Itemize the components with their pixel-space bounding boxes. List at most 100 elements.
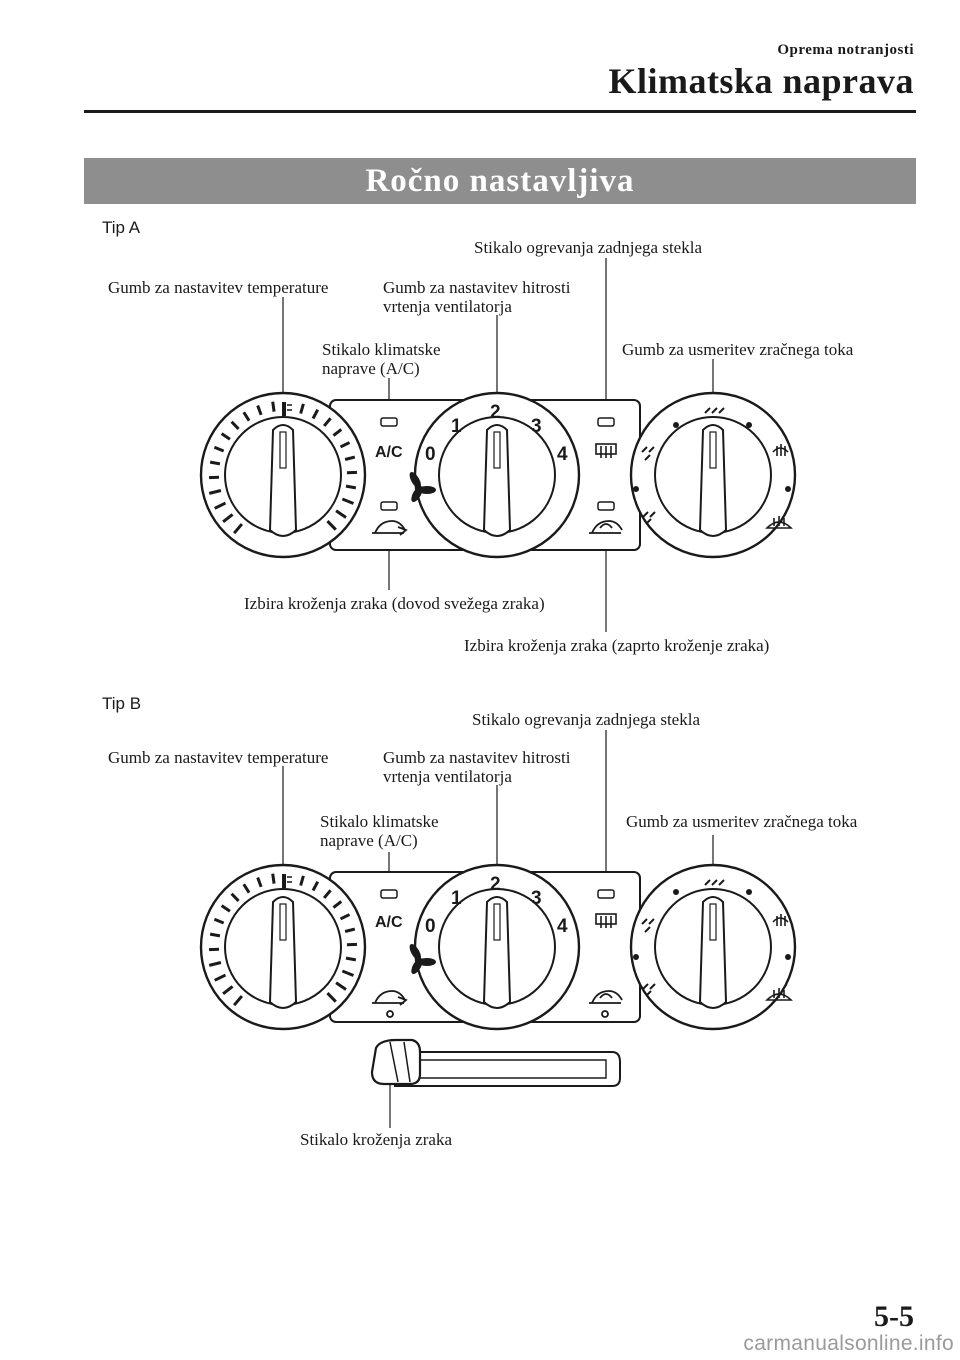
- temperature-tick: [339, 913, 351, 921]
- temperature-tick: [242, 411, 251, 422]
- rear-defrost-icon: [595, 913, 617, 928]
- temperature-tick: [213, 445, 225, 453]
- fan-speed-3: 3: [531, 416, 542, 437]
- temperature-tick: [230, 892, 240, 903]
- page-title: Klimatska naprava: [608, 61, 914, 101]
- floor-defrost-icon: [772, 914, 789, 926]
- recirculation-lever: [370, 1038, 621, 1087]
- temperature-tick: [341, 497, 355, 505]
- temperature-tick: [311, 880, 320, 892]
- recirc-icon: [589, 520, 623, 534]
- temperature-tick: [299, 875, 305, 886]
- fan-speed-3: 3: [531, 888, 542, 909]
- ac-switch-text: A/C: [375, 914, 403, 931]
- temperature-tick: [256, 404, 263, 416]
- fresh-air-icon: [372, 520, 408, 536]
- temperature-tick: [222, 513, 234, 523]
- tip-b-panel: A/C 0 1 2 3 4: [199, 730, 797, 1128]
- windshield-defrost-icon: [765, 988, 793, 1001]
- tip-b-rear-defrost-label: Stikalo ogrevanja zadnjega stekla: [472, 710, 700, 729]
- section-banner: Ročno nastavljiva: [84, 158, 916, 204]
- ac-indicator: [380, 889, 398, 899]
- ac-indicator: [380, 417, 398, 427]
- fan-speed-4: 4: [557, 444, 568, 465]
- page-number: 5-5: [874, 1300, 914, 1333]
- tip-b-airflow-label: Gumb za usmeritev zračnega toka: [626, 812, 858, 831]
- temperature-tick: [332, 428, 343, 437]
- temperature-tick: [335, 509, 347, 519]
- tip-b-label: Tip B: [102, 694, 142, 713]
- tip-a-airflow-label: Gumb za usmeritev zračnega toka: [622, 340, 854, 359]
- temperature-tick: [232, 995, 244, 1007]
- section-name: Oprema notranjosti: [777, 42, 914, 58]
- temperature-tick: [220, 904, 231, 913]
- fan-speed-1: 1: [451, 416, 462, 437]
- fan-icon: [409, 472, 436, 503]
- temperature-tick: [344, 927, 356, 933]
- face-vent-icon: [704, 407, 725, 414]
- temperature-tick: [256, 876, 263, 888]
- watermark: carmanualsonline.info: [743, 1332, 954, 1355]
- temperature-tick: [341, 969, 355, 977]
- fan-speed-2: 2: [490, 874, 501, 895]
- fresh-air-indicator: [380, 501, 398, 511]
- temperature-tick: [214, 973, 227, 982]
- floor-defrost-icon: [772, 444, 789, 456]
- face-vent-icon: [704, 879, 725, 886]
- temperature-tick: [345, 484, 357, 490]
- rear-defrost-indicator: [597, 417, 615, 427]
- tip-a-panel: A/C 0 1 2 3 4: [199, 258, 797, 632]
- tip-a-recirc-label: Izbira kroženja zraka (zaprto kroženje z…: [464, 636, 770, 655]
- temperature-tick: [322, 889, 332, 899]
- fan-speed-1: 1: [451, 888, 462, 909]
- temperature-tick: [271, 401, 276, 412]
- windshield-defrost-icon: [765, 516, 793, 529]
- temperature-tick: [299, 403, 305, 414]
- temperature-tick: [332, 900, 343, 909]
- temperature-tick: [339, 441, 351, 449]
- temperature-tick: [222, 985, 234, 995]
- floor-vent-icon: [642, 983, 656, 997]
- temperature-tick: [326, 519, 337, 531]
- temperature-tick: [209, 460, 221, 466]
- header-divider: [84, 110, 916, 113]
- temperature-tick: [326, 991, 337, 1003]
- ac-switch-text: A/C: [375, 444, 403, 461]
- temperature-tick: [209, 932, 221, 938]
- fan-speed-0: 0: [425, 444, 436, 465]
- floor-vent-icon: [642, 511, 656, 525]
- temperature-tick: [230, 420, 240, 431]
- fan-speed-4: 4: [557, 916, 568, 937]
- bilevel-vent-icon: [641, 446, 655, 461]
- recirc-icon: [589, 990, 623, 1018]
- temperature-tick: [345, 956, 357, 962]
- temperature-tick: [322, 417, 332, 427]
- temperature-tick: [208, 489, 222, 495]
- temperature-icon: [282, 874, 292, 888]
- fan-icon: [409, 944, 436, 975]
- tip-a-fresh-air-label: Izbira kroženja zraka (dovod svežega zra…: [244, 594, 545, 613]
- temperature-tick: [335, 981, 347, 991]
- temperature-tick: [242, 883, 251, 894]
- fan-speed-2: 2: [490, 402, 501, 423]
- temperature-tick: [208, 961, 222, 967]
- bilevel-vent-icon: [641, 918, 655, 933]
- fan-speed-0: 0: [425, 916, 436, 937]
- rear-defrost-indicator: [597, 889, 615, 899]
- rear-defrost-icon: [595, 443, 617, 458]
- tip-b-temperature-label: Gumb za nastavitev temperature: [108, 748, 329, 767]
- temperature-tick: [220, 432, 231, 441]
- temperature-icon: [282, 402, 292, 416]
- recirc-indicator: [597, 501, 615, 511]
- temperature-tick: [213, 917, 225, 925]
- temperature-tick: [344, 455, 356, 461]
- temperature-tick: [311, 408, 320, 420]
- tip-a-rear-defrost-label: Stikalo ogrevanja zadnjega stekla: [474, 238, 702, 257]
- temperature-tick: [232, 523, 244, 535]
- temperature-tick: [214, 501, 227, 510]
